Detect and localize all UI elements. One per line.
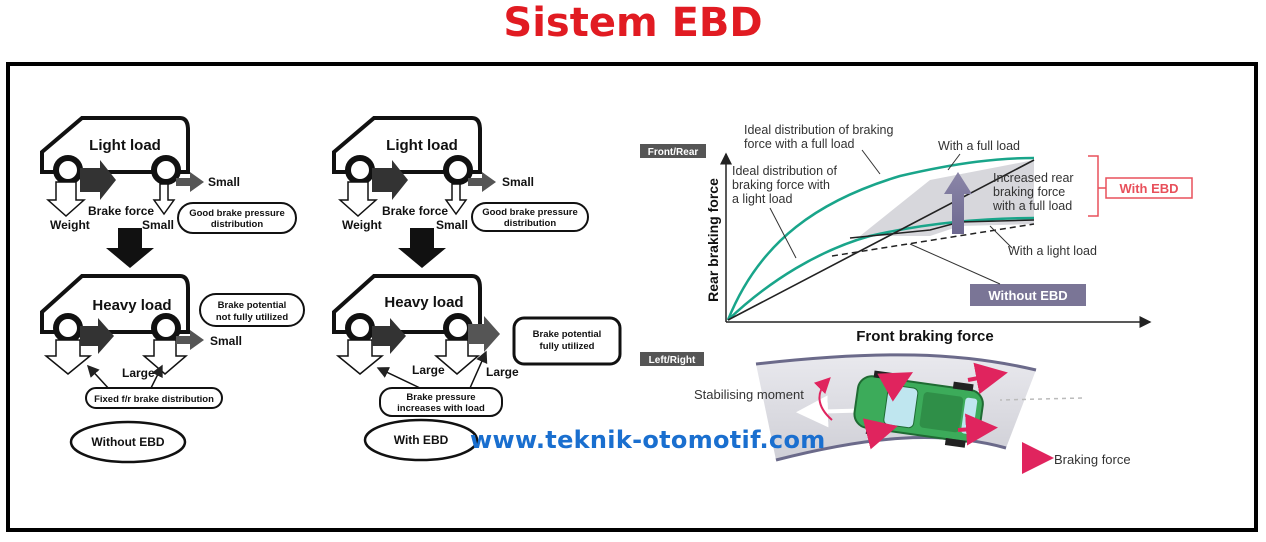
braking-force-label: Braking force [1054, 452, 1131, 467]
brake-force-arrow [80, 318, 114, 354]
brake-distribution-graph: Front/Rear Rear braking force Front brak… [640, 123, 1193, 345]
increased-label: Increased rear [993, 171, 1074, 185]
ideal-light-label-line3: a light load [732, 192, 793, 206]
large-label: Large [486, 365, 519, 379]
moment-arrow [813, 377, 833, 421]
potential-bubble [199, 293, 305, 327]
large-label: Large [122, 366, 155, 380]
small-label: Small [142, 218, 174, 232]
vehicle-heavy-load-with: Heavy load [332, 274, 482, 343]
potential-text-line2: fully utilized [540, 341, 595, 352]
with-light-load-label: With a light load [1008, 244, 1097, 258]
weight-label: Weight [342, 218, 382, 232]
vehicle-light-load-with: Light load [332, 116, 482, 185]
without-ebd-label: Without EBD [91, 435, 165, 449]
pressure-text: Good brake pressure [482, 207, 578, 218]
without-ebd-label-ellipse [69, 420, 187, 464]
y-axis-label: Rear braking force [705, 178, 721, 302]
ebd-gain-area [860, 160, 1034, 236]
pressure-increase-text-line2: increases with load [397, 403, 485, 414]
pressure-increase-bubble [379, 387, 503, 417]
increased-label-line3: with a full load [992, 199, 1072, 213]
vehicle-light-load-without: Light load [40, 116, 190, 185]
page-title: Sistem EBD [503, 0, 763, 46]
without-ebd-line [831, 223, 1035, 257]
with-ebd-full-line [727, 159, 1035, 321]
pressure-text-line2: distribution [504, 218, 556, 229]
pressure-increase-text: Brake pressure [406, 392, 475, 403]
left-right-tag-text: Left/Right [649, 355, 696, 366]
without-ebd-diagram: Light load Small Brake force Weight Smal… [40, 116, 305, 464]
weight-arrow [338, 181, 378, 218]
vehicle-heavy-load-without: Heavy load [40, 274, 190, 343]
pressure-bubble [471, 202, 589, 232]
load-label: Light load [89, 137, 161, 154]
weight-arrow [46, 181, 86, 218]
potential-text-line2: not fully utilized [216, 312, 288, 323]
with-full-load-label: With a full load [938, 139, 1020, 153]
rear-brake-arrow [468, 316, 500, 352]
brake-force-label: Brake force [88, 204, 154, 218]
rear-brake-arrow [468, 172, 496, 192]
distribution-bubble [85, 387, 223, 409]
left-right-tag [640, 352, 704, 366]
ideal-light-label: Ideal distribution of [732, 164, 837, 178]
load-label: Heavy load [92, 297, 171, 314]
ideal-light-label-line2: braking force with [732, 178, 830, 192]
potential-text: Brake potential [533, 329, 602, 340]
stabilising-label: Stabilising moment [694, 387, 804, 402]
brake-force-arrow [372, 160, 408, 200]
increase-arrow [944, 172, 972, 234]
turning-diagram: Left/Right Stabilising moment Braking fo… [640, 352, 1131, 474]
small-label: Small [210, 334, 242, 348]
rear-weight-arrow [444, 183, 468, 216]
small-label: Small [208, 175, 240, 189]
rear-brake-arrow [176, 330, 204, 350]
brake-force-arrow [372, 318, 406, 354]
potential-text: Brake potential [218, 300, 287, 311]
without-ebd-badge [970, 284, 1086, 306]
large-label: Large [412, 363, 445, 377]
front-rear-tag [640, 144, 706, 158]
with-ebd-light-line [849, 219, 1035, 239]
ideal-full-load-curve [726, 156, 1035, 321]
without-ebd-badge-text: Without EBD [988, 288, 1067, 303]
small-label: Small [436, 218, 468, 232]
transition-arrow [398, 228, 446, 268]
x-axis-label: Front braking force [856, 328, 994, 345]
pressure-text-line2: distribution [211, 219, 263, 230]
with-ebd-badge [1105, 177, 1193, 199]
ideal-full-label: Ideal distribution of braking [744, 123, 893, 137]
increased-label-line2: braking force [993, 185, 1065, 199]
brake-force-arrow [80, 160, 116, 200]
pressure-bubble [177, 202, 297, 234]
pressure-text: Good brake pressure [189, 208, 285, 219]
small-label: Small [502, 175, 534, 189]
load-label: Heavy load [384, 294, 463, 311]
with-ebd-diagram: Light load Small Brake force Weight Smal… [332, 116, 622, 462]
brake-force-label: Brake force [382, 204, 448, 218]
potential-box [512, 316, 622, 366]
with-ebd-bracket [1088, 155, 1099, 217]
front-rear-tag-text: Front/Rear [648, 147, 699, 158]
with-ebd-label: With EBD [394, 433, 449, 447]
weight-label: Weight [50, 218, 90, 232]
rear-weight-arrow [152, 183, 176, 216]
with-ebd-badge-text: With EBD [1119, 181, 1178, 196]
load-label: Light load [386, 137, 458, 154]
distribution-label: Fixed f/r brake distribution [94, 394, 214, 405]
transition-arrow [106, 228, 154, 268]
ideal-full-label-line2: force with a full load [744, 137, 855, 151]
with-ebd-label-ellipse [363, 418, 479, 462]
rear-brake-arrow [176, 172, 204, 192]
watermark: www.teknik-otomotif.com [470, 426, 826, 454]
